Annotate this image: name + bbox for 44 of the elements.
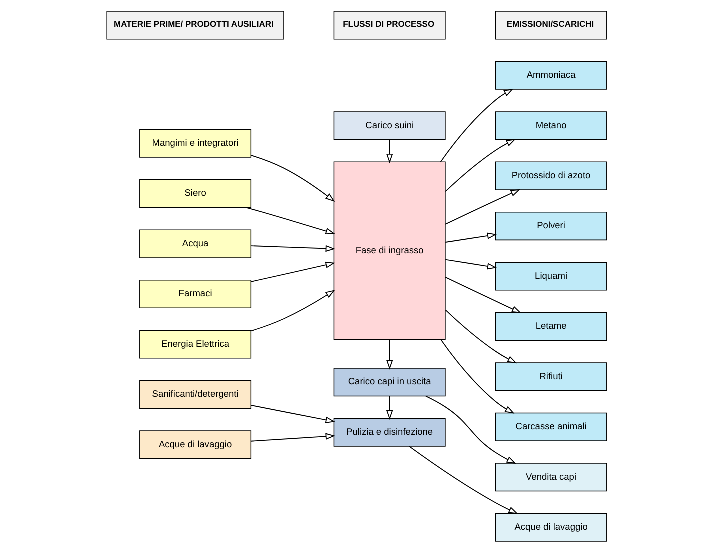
arrow — [408, 446, 518, 514]
arrow — [250, 405, 335, 424]
node-box: MATERIE PRIME/ PRODOTTI AUSILIARI — [106, 11, 284, 40]
arrow — [444, 139, 516, 192]
arrow — [444, 259, 497, 270]
node-box: Energia Elettrica — [139, 330, 252, 359]
node-box: Carico suini — [333, 112, 446, 140]
node-box: Protossido di azoto — [494, 162, 607, 190]
arrow — [250, 155, 335, 202]
arrow — [250, 433, 335, 442]
arrow — [386, 339, 393, 370]
node-box: EMISSIONI/SCARICHI — [494, 11, 607, 40]
node-box: Metano — [494, 112, 607, 140]
node-box: Sanificanti/detergenti — [139, 380, 252, 409]
node-box: Mangimi e integratori — [139, 129, 252, 158]
arrow — [444, 310, 517, 364]
node-box: Rifiuti — [494, 362, 607, 392]
node-box: Pulizia e disinfezione — [333, 418, 446, 447]
arrow — [250, 262, 335, 282]
node-box: Acque di lavaggio — [139, 430, 252, 460]
node-box: Polveri — [494, 212, 607, 241]
node-box: Farmaci — [139, 280, 252, 309]
arrow — [440, 339, 514, 414]
node-box: Siero — [139, 180, 252, 208]
node-box: Vendita capi — [494, 463, 607, 492]
node-box: Acque di lavaggio — [494, 513, 607, 542]
arrow — [444, 232, 497, 243]
arrow — [440, 88, 514, 163]
arrow — [386, 139, 393, 164]
node-box: FLUSSI DI PROCESSO — [333, 11, 446, 40]
node-box: Acqua — [139, 230, 252, 258]
arrow — [246, 207, 335, 235]
node-box: Carcasse animali — [494, 412, 607, 442]
arrow — [444, 276, 522, 314]
node-box: Ammoniaca — [494, 61, 607, 90]
arrow — [250, 245, 335, 252]
arrow — [386, 396, 393, 420]
arrow — [250, 290, 335, 332]
node-box: Liquami — [494, 262, 607, 291]
node-box: Carico capi in uscita — [333, 368, 446, 397]
node-box: Fase di ingrasso — [333, 162, 446, 340]
arrow — [425, 396, 516, 464]
node-box: Letame — [494, 312, 607, 341]
arrow — [444, 190, 520, 225]
